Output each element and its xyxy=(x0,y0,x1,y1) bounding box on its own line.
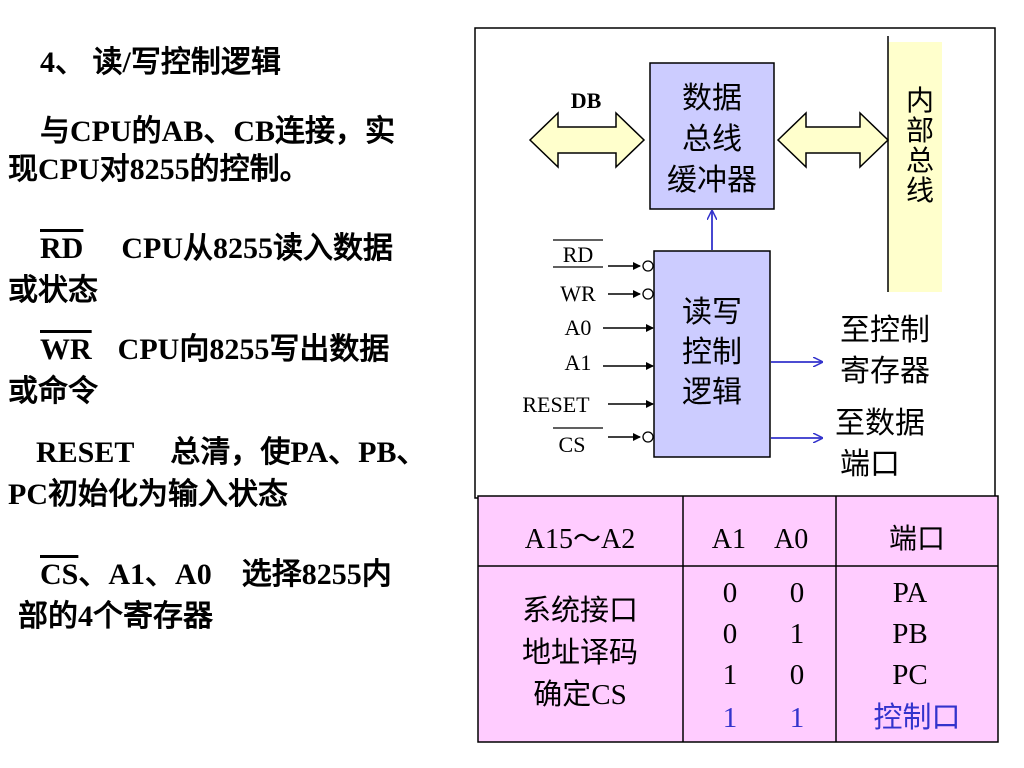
wr-item: WR CPU向8255写出数据 xyxy=(40,331,389,369)
table-cell-a0: 0 xyxy=(790,577,805,609)
rw-control-logic-block xyxy=(653,250,771,458)
internal-bus-char: 总 xyxy=(906,145,934,177)
reset-description: 总清，使PA、PB、 xyxy=(170,436,427,469)
rd-signal: RD xyxy=(40,232,84,265)
table-cell-port: PA xyxy=(893,577,927,609)
table-cell-a1: 1 xyxy=(723,659,738,691)
decode-line: 地址译码 xyxy=(522,636,638,669)
signal-a0-label: A0 xyxy=(565,315,592,340)
buffer-label-line: 缓冲器 xyxy=(667,164,757,197)
decode-line: 系统接口 xyxy=(522,594,638,627)
intro-line-1: 与CPU的AB、CB连接，实 xyxy=(40,115,396,148)
signal-rd-label: RD xyxy=(563,242,594,267)
table-header: A1 A0 xyxy=(712,524,808,555)
rw-label-line: 读写 xyxy=(682,296,742,329)
table-header: 端口 xyxy=(889,523,945,555)
table-cell-a1: 0 xyxy=(723,618,738,650)
signal-reset-label: RESET xyxy=(522,392,590,417)
signal-wr-label: WR xyxy=(560,281,596,306)
internal-bus-bar xyxy=(888,42,942,292)
signal-a1-label: A1 xyxy=(565,350,592,375)
buffer-label-line: 数据 xyxy=(682,82,742,115)
address-table: A15～A2 A1 A0 端口 系统接口 地址译码 确定CS 0 0 PA 0 … xyxy=(477,495,999,743)
table-cell-a1: 0 xyxy=(723,577,738,609)
wr-signal: WR xyxy=(40,333,92,366)
to-control-register-label: 寄存器 xyxy=(840,355,930,388)
table-cell-a1: 1 xyxy=(723,702,738,734)
cs-signal: CS xyxy=(40,558,79,591)
rd-line-2: 或状态 xyxy=(8,274,98,307)
cs-line-2: 部的4个寄存器 xyxy=(18,600,213,633)
decode-line: 确定CS xyxy=(533,678,626,711)
table-cell-a0: 1 xyxy=(790,702,805,734)
reset-item: RESET 总清，使PA、PB、 xyxy=(36,434,427,472)
table-cell-port: PC xyxy=(892,659,927,691)
table-cell-port: PB xyxy=(892,618,927,650)
section-heading: 4、 读/写控制逻辑 xyxy=(40,46,281,79)
reset-line-2: PC初始化为输入状态 xyxy=(8,478,288,511)
buffer-label-line: 总线 xyxy=(682,123,742,156)
signal-cs-label: CS xyxy=(559,432,586,457)
internal-bus-arrow xyxy=(776,111,890,169)
wr-line-2: 或命令 xyxy=(8,375,98,408)
internal-bus-char: 内 xyxy=(906,85,934,117)
table-cell-port: 控制口 xyxy=(873,701,960,734)
table-cell-a0: 1 xyxy=(790,618,805,650)
rw-label-line: 控制 xyxy=(682,336,742,369)
db-bus-arrow xyxy=(528,111,646,169)
to-data-port-label: 至数据 xyxy=(835,407,925,440)
intro-line-2: 现CPU对8255的控制。 xyxy=(8,153,310,186)
internal-bus-char: 部 xyxy=(906,115,934,147)
to-data-port-label: 端口 xyxy=(840,448,900,481)
cs-item: CS、A1、A0 选择8255内 xyxy=(40,556,392,594)
db-label: DB xyxy=(571,88,602,113)
reset-signal: RESET xyxy=(36,436,135,469)
rd-item: RD CPU从8255读入数据 xyxy=(40,230,393,268)
table-cell-a0: 0 xyxy=(790,659,805,691)
rd-description: CPU从8255读入数据 xyxy=(121,232,393,265)
to-control-register-label: 至控制 xyxy=(840,314,930,347)
data-bus-buffer-block xyxy=(649,62,775,210)
rw-label-line: 逻辑 xyxy=(682,376,742,409)
cs-description: 、A1、A0 选择8255内 xyxy=(78,558,392,591)
table-header: A15～A2 xyxy=(525,524,635,555)
wr-description: CPU向8255写出数据 xyxy=(117,333,390,366)
internal-bus-char: 线 xyxy=(906,175,934,207)
